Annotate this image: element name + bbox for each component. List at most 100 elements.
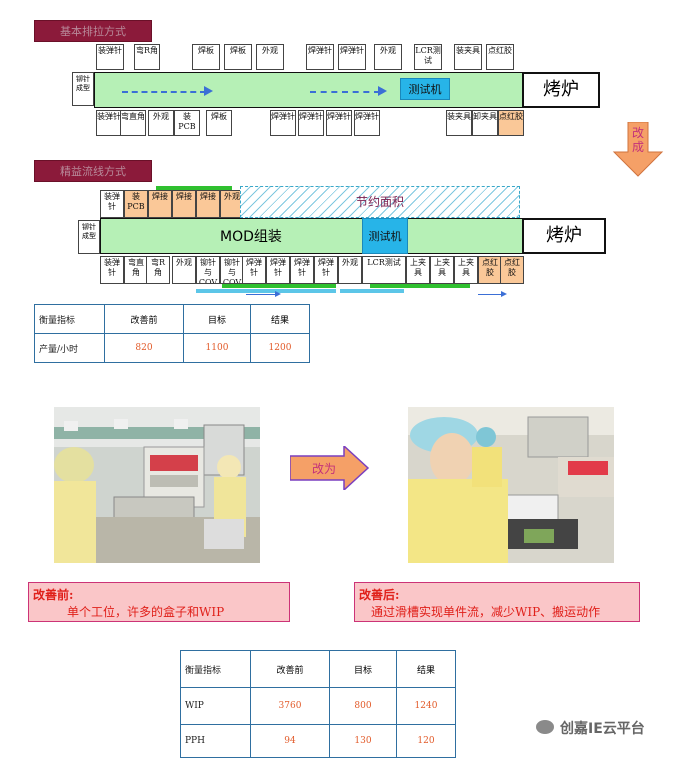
station-cell: 焊弹针 — [306, 44, 334, 70]
station-cell: 焊接 — [148, 190, 172, 218]
station-cell: 装弹针 — [96, 110, 122, 136]
improve-arrow-label: 改为 — [311, 462, 336, 476]
value-cell: 120 — [396, 724, 456, 758]
station-cell: 焊弹针 — [266, 256, 290, 284]
flow-arrow — [310, 91, 380, 93]
table-header: 目标 — [329, 650, 397, 688]
flow-arrowhead — [204, 86, 213, 96]
station-cell: 点红胶 — [500, 256, 524, 284]
improve-arrow: 改为 — [289, 444, 370, 492]
station-cell: 外观 — [256, 44, 284, 70]
station-cell: 铆针与COV — [196, 256, 220, 284]
flow-arrow — [122, 91, 206, 93]
section2-tag: 精益流线方式 — [34, 160, 152, 182]
table-header: 衡量指标 — [34, 304, 105, 334]
station-cell: 焊接 — [172, 190, 196, 218]
station-cell: 焊弹针 — [354, 110, 380, 136]
station-cell: 铆针与COV — [220, 256, 244, 284]
watermark: 创嘉IE云平台 — [536, 716, 686, 740]
caption-after: 改善后: 通过滑槽实现单件流，减少WIP、搬运动作 — [354, 582, 640, 622]
station-cell: 点红胶 — [486, 44, 514, 70]
station-cell: 焊板 — [224, 44, 252, 70]
station-cell: 焊板 — [206, 110, 232, 136]
station-cell: 点红胶 — [498, 110, 524, 136]
station-cell: 焊接 — [196, 190, 220, 218]
station-cell: 焊弹针 — [270, 110, 296, 136]
station-cell: 外观 — [148, 110, 174, 136]
flow-arrowhead — [501, 291, 507, 297]
station-cell: 装夹具 — [454, 44, 482, 70]
station-cell: 上夹具 — [430, 256, 454, 284]
watermark-text: 创嘉IE云平台 — [560, 721, 645, 737]
row-label: 产量/小时 — [34, 333, 105, 363]
station-cell: 外观 — [172, 256, 196, 284]
station-cell: 焊弹针 — [326, 110, 352, 136]
table-row: 产量/小时 820 1100 1200 — [34, 333, 310, 363]
station-cell: 装弹针 — [96, 44, 124, 70]
value-cell: 130 — [329, 724, 397, 758]
saved-area — [240, 186, 520, 218]
station-cell: 焊弹针 — [338, 44, 366, 70]
table-header: 衡量指标 — [180, 650, 251, 688]
station-cell: 弯直角 — [120, 110, 146, 136]
value-cell: 800 — [329, 687, 397, 725]
station-cell: 弯直角 — [124, 256, 148, 284]
value-cell: 1200 — [250, 333, 310, 363]
station-cell: 外观 — [338, 256, 362, 284]
photo-after — [408, 407, 614, 563]
section2-tester: 测试机 — [362, 218, 408, 254]
station-cell: 弯R角 — [146, 256, 170, 284]
station-cell: LCR测试 — [362, 256, 406, 284]
section1-tag: 基本排拉方式 — [34, 20, 152, 42]
station-cell: 装PCB — [124, 190, 148, 218]
flow-arrow — [478, 294, 502, 295]
table-header: 目标 — [183, 304, 251, 334]
row-label: WIP — [180, 687, 251, 725]
station-cell: 装弹针 — [100, 190, 124, 218]
table-header: 结果 — [396, 650, 456, 688]
cyan-bar — [340, 289, 404, 293]
down-arrow-icon — [612, 121, 664, 177]
station-cell: 焊弹针 — [242, 256, 266, 284]
table-header-row: 衡量指标 改善前 目标 结果 — [180, 650, 456, 688]
right-arrow-icon — [289, 444, 370, 492]
wechat-icon — [536, 720, 554, 734]
station-cell: 焊弹针 — [298, 110, 324, 136]
photo-before — [54, 407, 260, 563]
metrics-table-2: 衡量指标 改善前 目标 结果 WIP 3760 800 1240 PPH 94 … — [180, 650, 456, 758]
change-arrow: 改成 — [610, 121, 666, 178]
station-cell: LCR测试 — [414, 44, 442, 70]
section2-left-label: 铆针成型 — [78, 220, 100, 254]
station-cell: 装夹具 — [446, 110, 472, 136]
station-cell: 焊板 — [192, 44, 220, 70]
green-bar — [156, 186, 232, 190]
section2-production-line — [100, 218, 524, 254]
cyan-bar — [196, 289, 336, 293]
flow-arrowhead — [275, 291, 281, 297]
table-header: 改善前 — [250, 650, 330, 688]
section1-production-line — [94, 72, 524, 108]
caption-before-title: 改善前: — [33, 588, 74, 602]
table-header: 结果 — [250, 304, 310, 334]
row-label: PPH — [180, 724, 251, 758]
station-cell: 焊弹针 — [290, 256, 314, 284]
table-row: PPH 94 130 120 — [180, 724, 456, 758]
workshop-before-image — [54, 407, 260, 563]
section2-oven: 烤炉 — [522, 218, 606, 254]
saved-area-label: 节约面积 — [355, 195, 404, 209]
green-bar — [222, 284, 336, 288]
station-cell: 上夹具 — [454, 256, 478, 284]
workshop-after-image — [408, 407, 614, 563]
station-cell: 外观 — [374, 44, 402, 70]
green-bar — [370, 284, 470, 288]
change-arrow-label: 改成 — [631, 126, 644, 154]
station-cell: 装PCB — [174, 110, 200, 136]
station-cell: 弯R角 — [134, 44, 160, 70]
table-header: 改善前 — [104, 304, 184, 334]
station-cell: 点红胶 — [478, 256, 502, 284]
caption-before-text: 单个工位，许多的盒子和WIP — [67, 605, 225, 619]
flow-arrowhead — [378, 86, 387, 96]
table-header-row: 衡量指标 改善前 目标 结果 — [34, 304, 310, 334]
value-cell: 820 — [104, 333, 184, 363]
table-row: WIP 3760 800 1240 — [180, 687, 456, 725]
